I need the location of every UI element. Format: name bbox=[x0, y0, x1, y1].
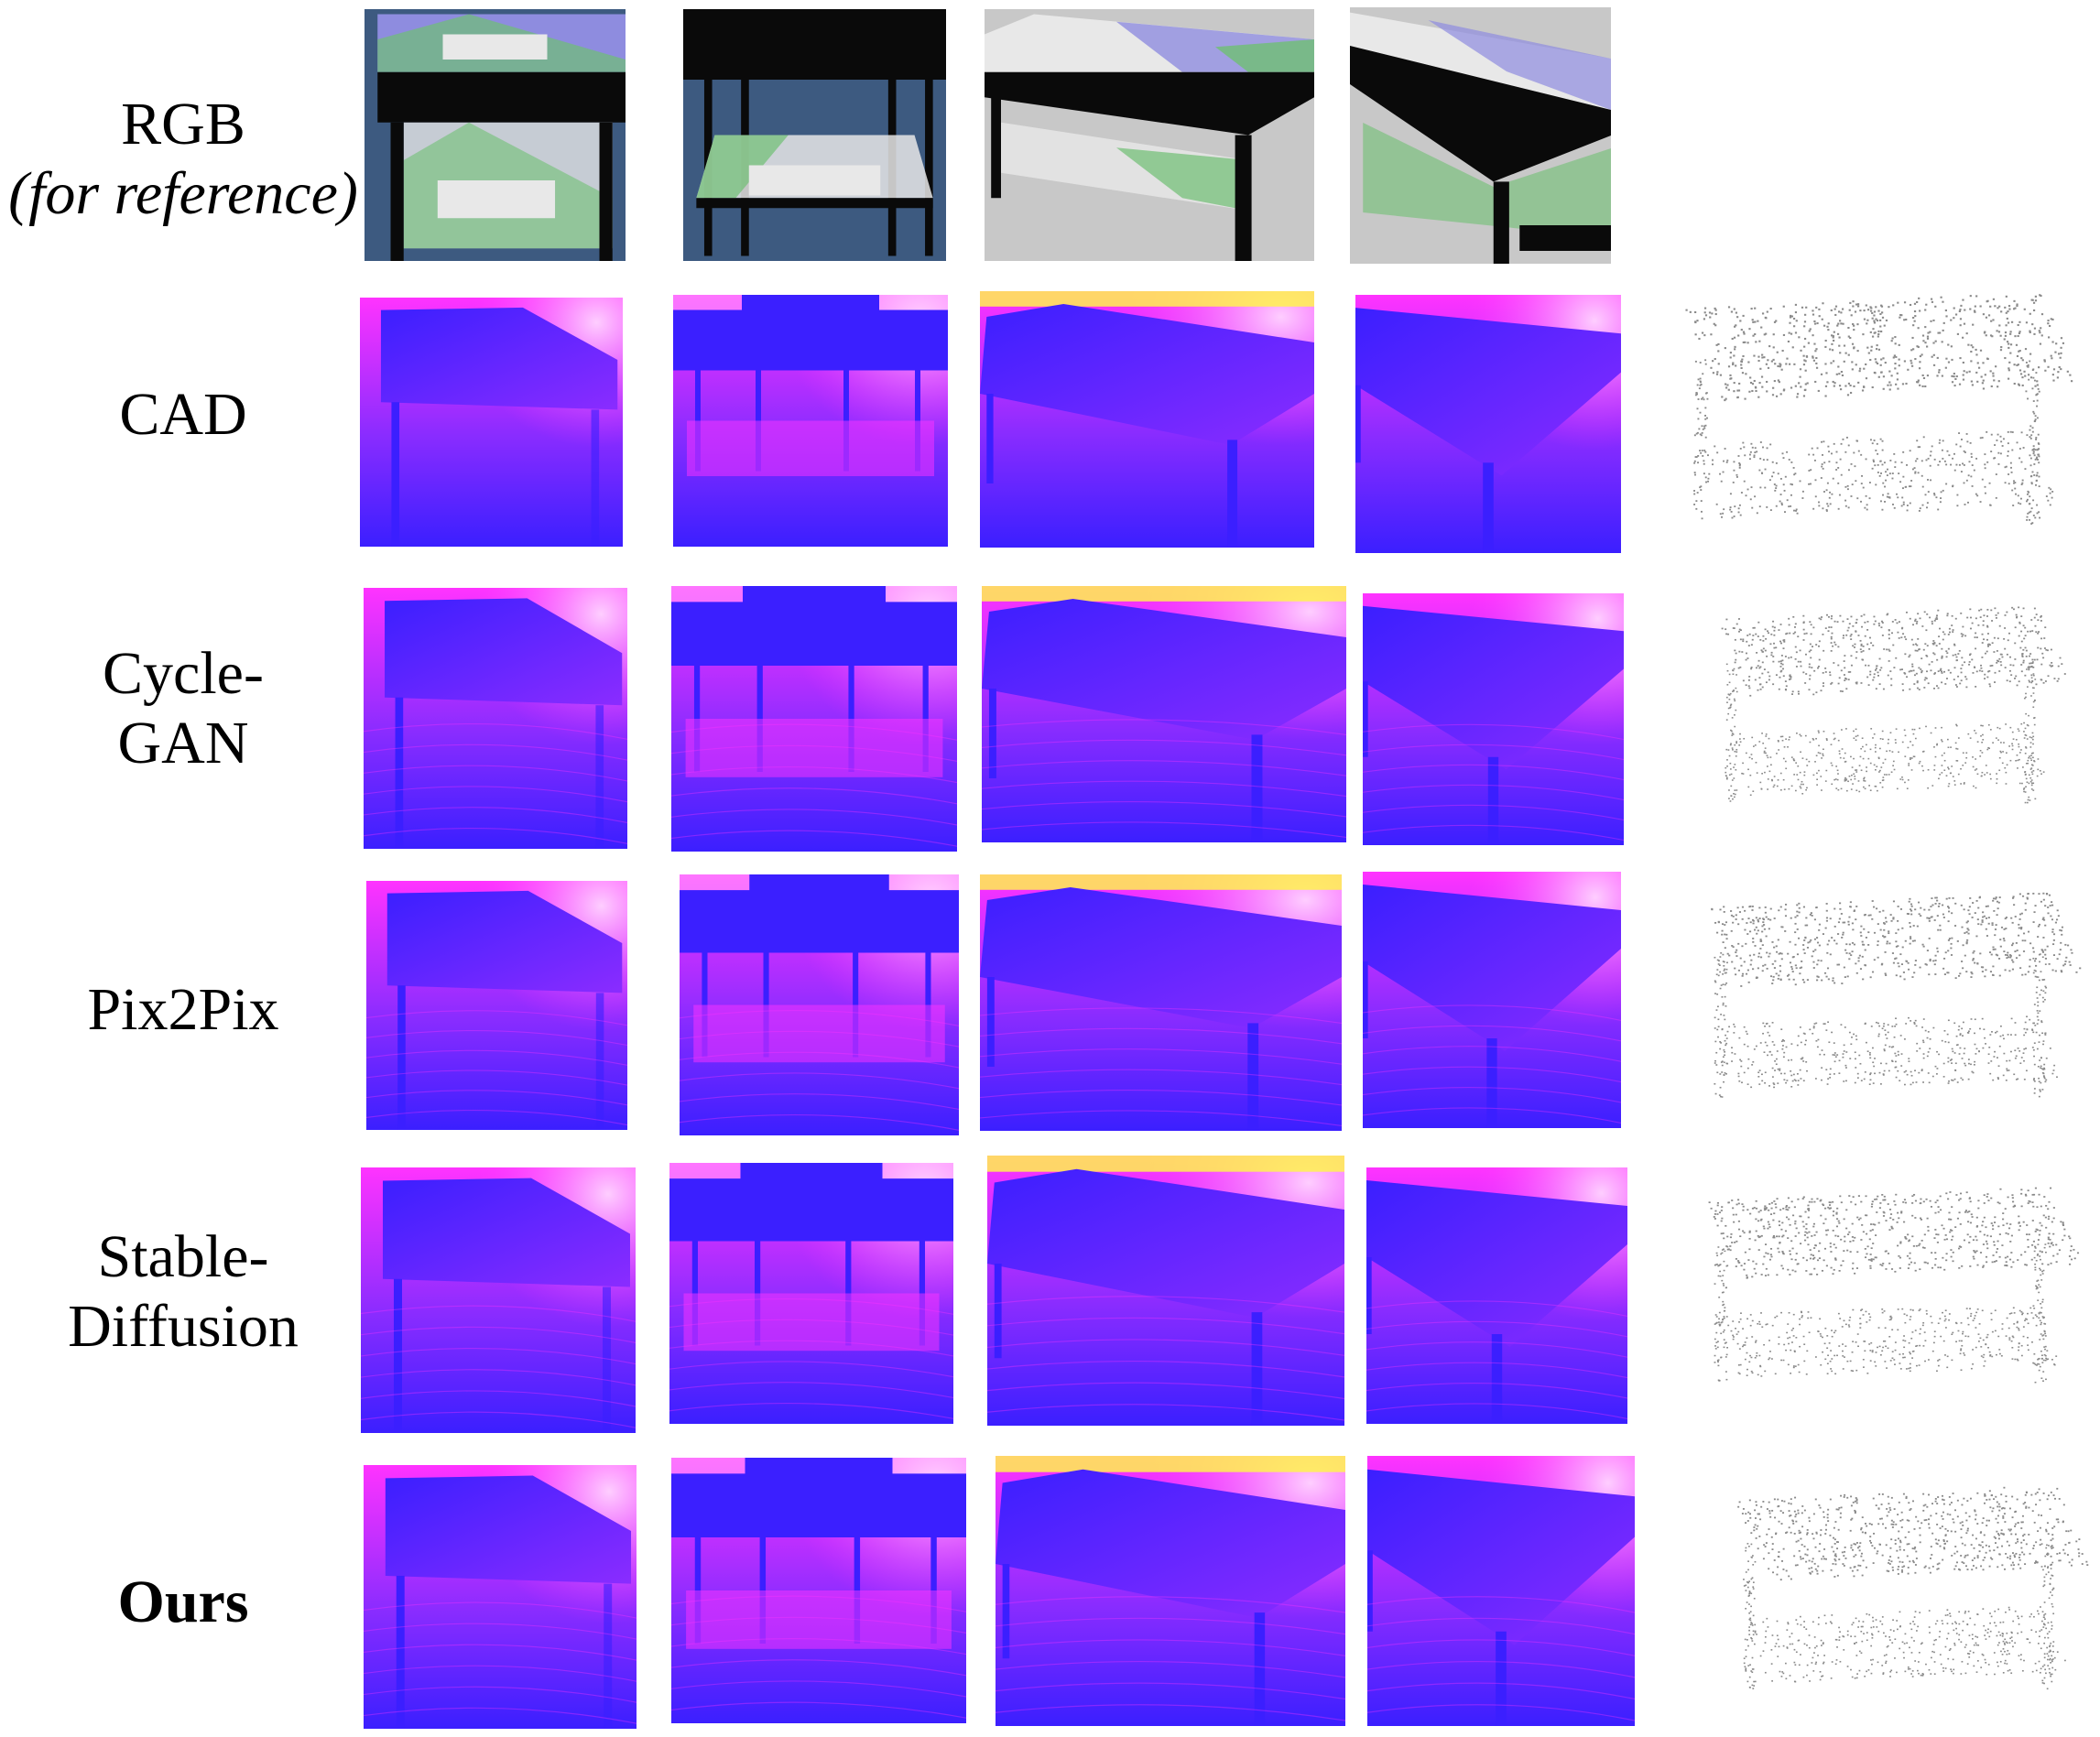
row-label-stable-diffusion: Stable-Diffusion bbox=[0, 1222, 366, 1362]
depth-map-cad-1 bbox=[360, 298, 623, 547]
depth-map-ours-4 bbox=[1367, 1456, 1635, 1726]
depth-map-cyclegan-2 bbox=[671, 586, 957, 852]
depth-map-stable-diffusion-3 bbox=[987, 1156, 1344, 1426]
depth-map-ours-2 bbox=[671, 1458, 966, 1723]
row-label-cyclegan: Cycle-GAN bbox=[0, 639, 366, 778]
point-cloud-cad bbox=[1639, 275, 2088, 568]
depth-map-cyclegan-4 bbox=[1363, 593, 1624, 845]
row-label-pix2pix: Pix2Pix bbox=[0, 975, 366, 1045]
depth-map-pix2pix-2 bbox=[680, 874, 959, 1135]
row-label-rgb-line: (for reference) bbox=[8, 159, 358, 227]
row-label-cad: CAD bbox=[0, 380, 366, 450]
row-label-stable-diffusion-line: Stable- bbox=[97, 1223, 269, 1290]
depth-map-ours-1 bbox=[364, 1465, 637, 1729]
depth-map-cad-4 bbox=[1355, 295, 1621, 553]
rgb-image-rgb-1 bbox=[365, 9, 626, 261]
depth-map-cyclegan-1 bbox=[364, 588, 627, 849]
depth-map-stable-diffusion-2 bbox=[669, 1163, 953, 1424]
row-label-rgb: RGB(for reference) bbox=[0, 90, 366, 229]
depth-map-pix2pix-4 bbox=[1363, 872, 1621, 1128]
depth-map-cad-3 bbox=[980, 291, 1314, 548]
depth-map-pix2pix-3 bbox=[980, 874, 1342, 1131]
depth-map-stable-diffusion-1 bbox=[361, 1167, 636, 1433]
row-label-rgb-line: RGB bbox=[121, 91, 245, 157]
rgb-image-rgb-3 bbox=[985, 9, 1314, 261]
depth-map-cyclegan-3 bbox=[982, 586, 1346, 842]
row-label-pix2pix-line: Pix2Pix bbox=[87, 976, 279, 1043]
rgb-image-rgb-4 bbox=[1350, 7, 1611, 264]
rgb-image-rgb-2 bbox=[683, 9, 946, 261]
point-cloud-pix2pix bbox=[1662, 877, 2093, 1134]
row-label-cyclegan-line: GAN bbox=[117, 709, 249, 776]
row-label-ours: Ours bbox=[0, 1568, 366, 1637]
row-label-cad-line: CAD bbox=[119, 381, 247, 448]
depth-map-pix2pix-1 bbox=[366, 881, 627, 1130]
point-cloud-stable-diffusion bbox=[1662, 1172, 2093, 1419]
depth-map-stable-diffusion-4 bbox=[1366, 1167, 1627, 1424]
depth-map-cad-2 bbox=[673, 295, 948, 547]
row-label-stable-diffusion-line: Diffusion bbox=[68, 1292, 299, 1360]
depth-map-ours-3 bbox=[996, 1456, 1345, 1726]
point-cloud-ours bbox=[1694, 1470, 2097, 1726]
row-label-cyclegan-line: Cycle- bbox=[103, 640, 264, 707]
row-label-ours-line: Ours bbox=[117, 1569, 249, 1635]
point-cloud-cyclegan bbox=[1676, 591, 2079, 838]
